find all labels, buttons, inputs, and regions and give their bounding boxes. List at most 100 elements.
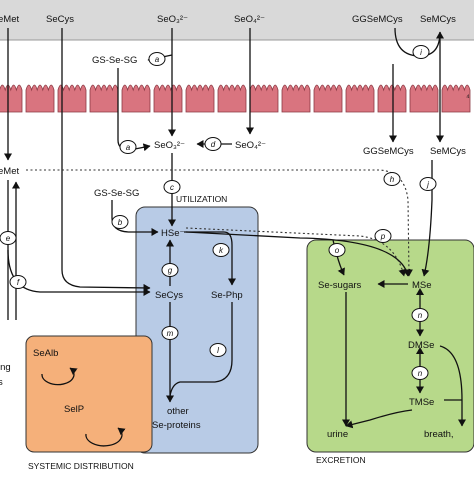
step-letter-i: i: [420, 48, 422, 57]
membrane-cell: [217, 84, 247, 113]
step-letter-l: l: [217, 346, 219, 355]
step-circle-n2: n: [411, 366, 429, 380]
membrane-cell: [185, 84, 215, 113]
seo4-mid-label: SeO₄²⁻: [235, 140, 266, 151]
breath-label: breath,: [424, 429, 454, 440]
step-circle-d: d: [204, 137, 222, 151]
step-circle-h: h: [383, 172, 401, 186]
left-s-label: s: [0, 377, 3, 388]
selp-cycle: [85, 427, 126, 447]
step-circle-m: m: [161, 326, 179, 340]
step-circle-b: b: [111, 215, 129, 229]
step-letter-d: d: [211, 140, 216, 149]
membrane-cell: [345, 84, 375, 113]
membrane-cell: [89, 84, 119, 113]
step-letter-j: j: [426, 180, 429, 189]
seo3-top-label: SeO₃²⁻: [157, 14, 188, 25]
step-letter-p: p: [380, 232, 386, 241]
step-circle-e: e: [0, 231, 17, 245]
membrane-cell: [25, 84, 55, 113]
step-letter-o: o: [335, 246, 340, 255]
secys-util-label: SeCys: [155, 290, 183, 301]
step-letter-g: g: [168, 266, 173, 275]
step-circle-n1: n: [411, 308, 429, 322]
hse-label: HSe⁻: [161, 228, 185, 239]
membrane-cell: [57, 84, 87, 113]
step-letter-e: e: [6, 234, 11, 243]
systemic-distribution-box: [25, 335, 153, 453]
arrow-secys: [61, 28, 151, 292]
semet-top-label: eMet: [0, 14, 19, 25]
left-ing-label: ing: [0, 362, 11, 373]
membrane-cell: [153, 84, 183, 113]
membrane-cell: [409, 84, 439, 113]
arrow-k: [184, 231, 236, 286]
membrane-cell: [121, 84, 151, 113]
step-circle-c: c: [163, 180, 181, 194]
step-circle-p: p: [374, 229, 392, 243]
sealb-cycle: [41, 367, 78, 386]
arrow-l: [169, 302, 233, 397]
step-letter-f: f: [17, 278, 20, 287]
seo4-top-label: SeO₄²⁻: [234, 14, 265, 25]
step-letter-a2: a: [126, 143, 131, 152]
mse-label: MSe: [412, 280, 432, 291]
step-circle-a1: a: [148, 52, 166, 66]
gsseg-top-label: GS-Se-SG: [92, 55, 137, 66]
membrane-cell: [0, 84, 23, 113]
membrane-cells: [0, 84, 471, 113]
membrane-cell: [249, 84, 279, 113]
membrane-cell: [281, 84, 311, 113]
sesugars-label: Se-sugars: [318, 280, 362, 291]
arrow-hse-mse: [185, 231, 411, 277]
step-letter-m: m: [167, 329, 174, 338]
step-letter-h: h: [390, 175, 395, 184]
ggsemcys-top-label: GGSeMCys: [352, 14, 403, 25]
excretion-title: EXCRETION: [316, 455, 366, 465]
step-circle-j: j: [419, 177, 437, 191]
arrow-f: [7, 249, 151, 296]
arrow-b: [111, 200, 159, 236]
seo3-mid-label: SeO₃²⁻: [154, 140, 185, 151]
membrane-cell: [377, 84, 407, 113]
seproteins-label: Se-proteins: [152, 420, 201, 431]
membrane-mark: ⁴: [466, 92, 470, 102]
step-circle-l: l: [209, 343, 227, 357]
step-letter-c: c: [170, 183, 174, 192]
step-circles: a a b c d e f g h i j k l m n n o p: [0, 45, 437, 380]
step-letter-k: k: [219, 246, 224, 255]
other-label: other: [167, 406, 189, 417]
semet-mid-label: eMet: [0, 166, 19, 177]
step-circle-i: i: [412, 45, 430, 59]
urine-label: urine: [327, 429, 348, 440]
arrow-tmse-urine: [345, 409, 413, 429]
semcys-mid-label: SeMCys: [430, 146, 466, 157]
secys-top-label: SeCys: [46, 14, 74, 25]
dmse-label: DMSe: [408, 340, 434, 351]
sephp-label: Se-Php: [211, 290, 243, 301]
sealb-label: SeAlb: [33, 348, 58, 359]
step-circle-f: f: [9, 275, 27, 289]
membrane-cell: [313, 84, 343, 113]
step-letter-n2: n: [418, 369, 423, 378]
step-letter-b: b: [118, 218, 123, 227]
dotted-p: [185, 227, 407, 277]
selp-label: SelP: [64, 404, 84, 415]
semcys-top-label: SeMCys: [420, 14, 456, 25]
gsseg-mid-label: GS-Se-SG: [94, 188, 139, 199]
step-letter-n1: n: [418, 311, 423, 320]
step-circle-g: g: [161, 263, 179, 277]
membrane-cell: [441, 84, 471, 113]
arrow-j: [421, 160, 433, 277]
step-circle-k: k: [212, 243, 230, 257]
step-letter-a1: a: [155, 55, 160, 64]
systemic-title: SYSTEMIC DISTRIBUTION: [28, 461, 134, 471]
utilization-box: [135, 206, 259, 454]
step-circle-o: o: [328, 243, 346, 257]
utilization-title: UTILIZATION: [176, 194, 227, 204]
step-circle-a2: a: [119, 140, 137, 154]
ggsemcys-mid-label: GGSeMCys: [363, 146, 414, 157]
tmse-label: TMSe: [409, 397, 434, 408]
